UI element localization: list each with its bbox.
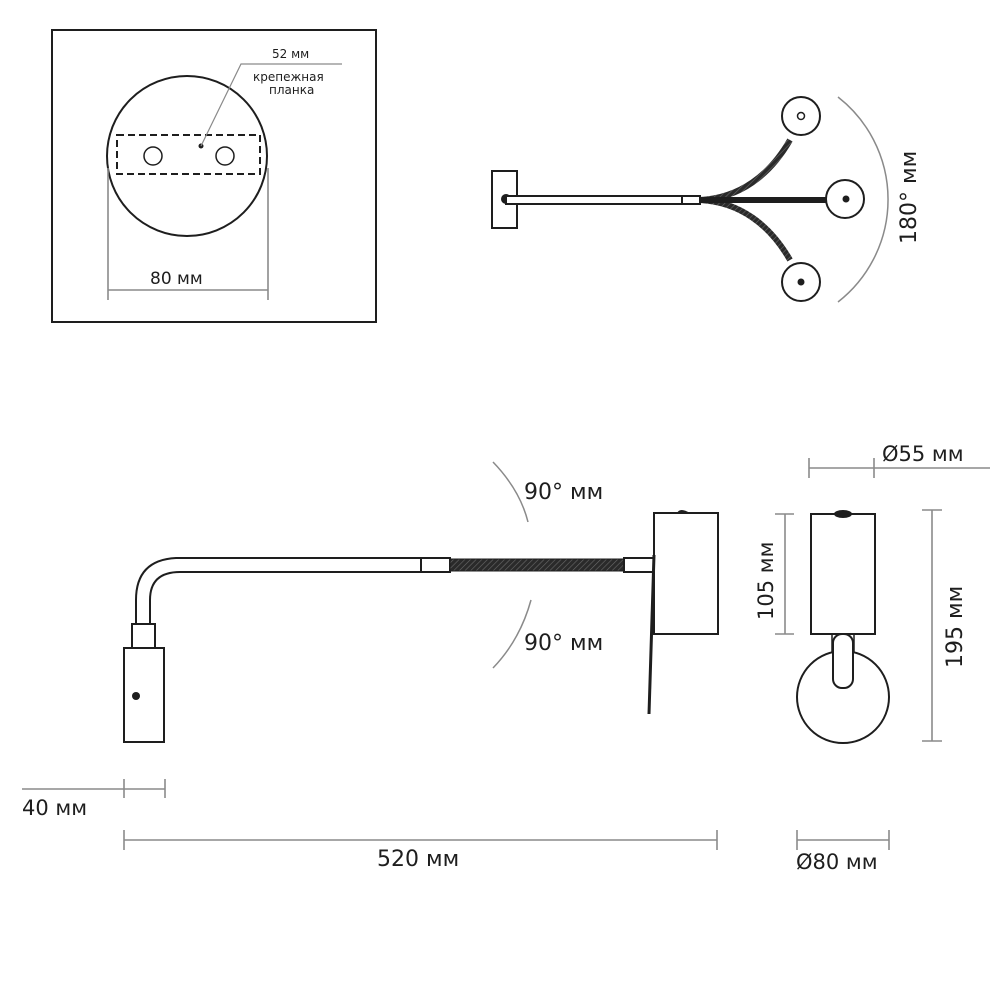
front-view: Ø55 мм 105 мм 195 мм Ø80 мм: [754, 442, 990, 874]
mounting-plate-circle: [106, 75, 268, 237]
body-top-button: [677, 510, 690, 513]
mounting-bracket-outline: [116, 134, 261, 175]
rigid-arm-top: [505, 195, 683, 205]
flex-neck-straight: [700, 197, 828, 203]
screw-hole-right: [215, 146, 235, 166]
plate-diameter-label: 80 мм: [150, 269, 203, 289]
lamp-head-up: [781, 96, 821, 136]
arm-coupling-side: [420, 557, 451, 573]
body-diameter-label: Ø55 мм: [882, 442, 964, 466]
lamp-head-up-lens: [796, 111, 806, 121]
arm-coupling-top: [681, 195, 701, 205]
top-rotation-view: 180° мм: [491, 96, 922, 303]
lamp-head-down-lens: [797, 278, 805, 286]
bent-arm-outer: [135, 557, 420, 624]
total-length-label: 520 мм: [377, 847, 459, 872]
lamp-head-side: [123, 647, 165, 743]
lower-angle-arc: [492, 599, 532, 669]
body-coupling-side: [623, 557, 655, 573]
head-collar: [131, 623, 156, 649]
rotation-arc: [837, 96, 889, 303]
flex-neck-side: [449, 558, 625, 572]
bracket-leader-line: [200, 63, 342, 147]
body-top-button-front: [834, 510, 852, 518]
bent-arm-inner: [149, 571, 420, 624]
total-height-label: 195 мм: [943, 586, 968, 668]
upper-angle-arc: [492, 461, 529, 523]
bracket-caption-line1: крепежная: [253, 70, 324, 84]
lower-angle-label: 90° мм: [524, 631, 603, 656]
body-height-label: 105 мм: [754, 542, 778, 620]
mounting-plate-view: 52 мм крепежная планка 80 мм: [51, 29, 377, 323]
upper-angle-label: 90° мм: [524, 480, 603, 505]
lamp-head-center-lens: [842, 195, 850, 203]
front-plate-diameter-label: Ø80 мм: [796, 850, 878, 874]
head-width-label: 40 мм: [22, 796, 87, 820]
rotation-label: 180° мм: [897, 151, 922, 244]
side-view: 90° мм 90° мм 40 мм 520 мм: [22, 461, 719, 872]
screw-hole-left: [143, 146, 163, 166]
lamp-body-side: [653, 512, 719, 635]
flex-neck-up: [699, 138, 793, 203]
bracket-caption-line2: планка: [269, 83, 314, 97]
arm-stem-front: [832, 633, 854, 689]
flex-neck-down: [699, 197, 793, 262]
mounting-view-frame: [51, 29, 377, 323]
lamp-body-front: [810, 513, 876, 635]
head-switch-dot: [132, 692, 140, 700]
bracket-length-label: 52 мм: [272, 47, 309, 61]
wall-plate-side: [647, 554, 656, 715]
